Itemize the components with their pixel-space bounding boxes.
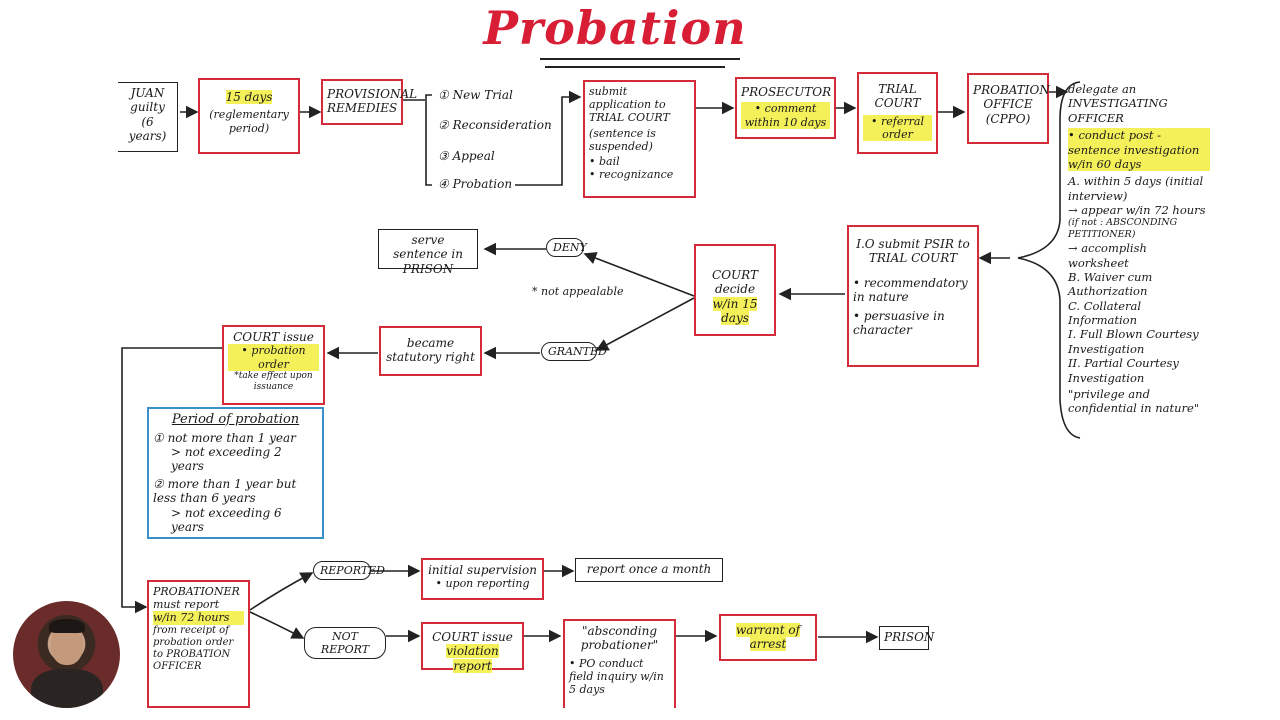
reglementary-period-box: 15 days (reglementary period) xyxy=(198,78,300,154)
recognizance-label: • recognizance xyxy=(589,168,674,182)
persuasive-label: • persuasive in character xyxy=(853,308,945,337)
period-item-1: ① not more than 1 year xyxy=(153,430,296,445)
probation-order-label: • probation order xyxy=(228,344,319,371)
fifteen-days-label: 15 days xyxy=(225,90,273,104)
title-underline xyxy=(540,58,740,60)
remedies-label: REMEDIES xyxy=(327,101,398,116)
collateral-information: C. Collateral Information xyxy=(1068,298,1142,327)
granted-pill: GRANTED xyxy=(541,342,607,361)
period-title: Period of probation xyxy=(171,412,300,427)
warrant-of-arrest-label: warrant of arrest xyxy=(735,623,801,652)
diagram-title: Probation xyxy=(483,1,747,55)
probation-label: PROBATION xyxy=(973,83,1050,97)
prosecutor-box: PROSECUTOR • comment within 10 days xyxy=(735,77,836,139)
bail-label: • bail xyxy=(589,154,620,168)
delegate-investigating-officer: delegate an INVESTIGATING OFFICER xyxy=(1068,82,1168,125)
receipt-of-order-label: from receipt of probation order to PROBA… xyxy=(153,624,234,672)
report-monthly-box: report once a month xyxy=(575,558,723,582)
full-blown-courtesy-investigation: I. Full Blown Courtesy Investigation xyxy=(1068,327,1199,356)
guilty-label: guilty xyxy=(130,100,165,115)
prison-box: PRISON xyxy=(879,626,934,650)
referral-order-label: • referral order xyxy=(863,114,932,142)
not-appealable-note: * not appealable xyxy=(532,285,624,298)
absconding-petitioner: (if not : ABSCONDING PETITIONER) xyxy=(1068,217,1178,241)
within-72-hours-label: w/in 72 hours xyxy=(153,611,244,625)
period-of-probation-box: Period of probation ① not more than 1 ye… xyxy=(147,407,324,539)
privilege-confidential: "privilege and confidential in nature" xyxy=(1068,386,1200,416)
recommendatory-label: • recommendatory in nature xyxy=(853,275,968,305)
remedy-probation: ④ Probation xyxy=(438,177,513,191)
investigating-officer-notes: delegate an INVESTIGATING OFFICER • cond… xyxy=(1068,82,1210,416)
deny-pill: DENY xyxy=(546,238,587,257)
prosecutor-label: PROSECUTOR xyxy=(741,85,832,99)
waiver-cum-authorization: B. Waiver cum Authorization xyxy=(1068,269,1153,299)
within-5-days: A. within 5 days (initial interview) xyxy=(1068,174,1204,203)
field-inquiry-label: • PO conduct field inquiry w/in 5 days xyxy=(569,656,664,697)
serve-sentence-box: serve sentence in PRISON xyxy=(378,229,478,276)
provisional-remedies-box: PROVISIONAL REMEDIES xyxy=(321,79,418,125)
reglementary-period-label: (reglementary period) xyxy=(209,108,289,135)
period-item-2-limit: > not exceeding 6 years xyxy=(171,505,282,534)
not-report-pill: NOT REPORT xyxy=(304,627,386,659)
partial-courtesy-investigation: II. Partial Courtesy Investigation xyxy=(1068,356,1179,385)
court-issue-label: COURT issue xyxy=(233,330,314,344)
period-item-2: ② more than 1 year but less than 6 years xyxy=(153,476,297,506)
probationer-report-box: PROBATIONER must report w/in 72 hours fr… xyxy=(147,580,250,708)
accomplish-worksheet: → accomplish worksheet xyxy=(1068,241,1147,270)
sentence-suspended-label: (sentence is suspended) xyxy=(589,126,656,153)
trial-court-box: TRIAL COURT • referral order xyxy=(857,72,938,154)
within-15-days-label: w/in 15 days xyxy=(712,296,758,326)
io-submit-psir-label: I.O submit PSIR to TRIAL COURT xyxy=(856,237,970,266)
probationer-must-report-label: PROBATIONER must report xyxy=(153,585,240,612)
absconding-probationer-label: "absconding probationer" xyxy=(580,624,659,653)
title-underline-2 xyxy=(545,66,725,68)
provisional-label: PROVISIONAL xyxy=(327,87,418,101)
take-effect-note: *take effect upon issuance xyxy=(234,370,313,392)
juan-label: JUAN xyxy=(130,86,165,100)
violation-report-label: violation report xyxy=(446,644,499,673)
initial-supervision-box: initial supervision • upon reporting xyxy=(421,558,544,600)
reported-pill: REPORTED xyxy=(313,561,385,580)
initial-supervision-label: initial supervision xyxy=(428,563,537,577)
remedy-appeal: ③ Appeal xyxy=(438,149,495,163)
court-issue-violation-label: COURT issue xyxy=(432,630,513,644)
appear-within-72-hours: → appear w/in 72 hours xyxy=(1068,203,1206,217)
presenter-avatar xyxy=(13,601,120,708)
court-decide-box: COURT decide w/in 15 days xyxy=(694,244,776,336)
post-sentence-investigation: • conduct post - sentence investigation … xyxy=(1068,128,1210,172)
statutory-right-box: became statutory right xyxy=(379,326,482,376)
io-submit-psir-box: I.O submit PSIR to TRIAL COURT • recomme… xyxy=(847,225,979,367)
sentence-years-label: (6 years) xyxy=(128,114,167,144)
absconding-probationer-box: "absconding probationer" • PO conduct fi… xyxy=(563,619,676,708)
upon-reporting-label: • upon reporting xyxy=(435,577,530,591)
violation-report-box: COURT issue violation report xyxy=(421,622,524,673)
submit-application-box: submit application to TRIAL COURT (sente… xyxy=(583,80,696,198)
remedy-new-trial: ① New Trial xyxy=(438,88,513,102)
submit-application-label: submit application to TRIAL COURT xyxy=(589,85,670,125)
trial-court-label: TRIAL COURT xyxy=(874,82,921,111)
warrant-of-arrest-box: warrant of arrest xyxy=(719,614,817,661)
juan-guilty-box: JUAN guilty (6 years) xyxy=(118,82,178,152)
probation-office-box: PROBATION OFFICE (CPPO) xyxy=(967,73,1050,144)
office-label: OFFICE xyxy=(983,97,1033,112)
comment-within-10-days-label: • comment within 10 days xyxy=(741,102,830,129)
court-issue-order-box: COURT issue • probation order *take effe… xyxy=(222,325,325,405)
remedy-reconsideration: ② Reconsideration xyxy=(438,118,552,132)
cppo-label: (CPPO) xyxy=(985,111,1031,126)
court-decide-label: COURT decide xyxy=(712,268,758,297)
period-item-1-limit: > not exceeding 2 years xyxy=(171,444,282,474)
